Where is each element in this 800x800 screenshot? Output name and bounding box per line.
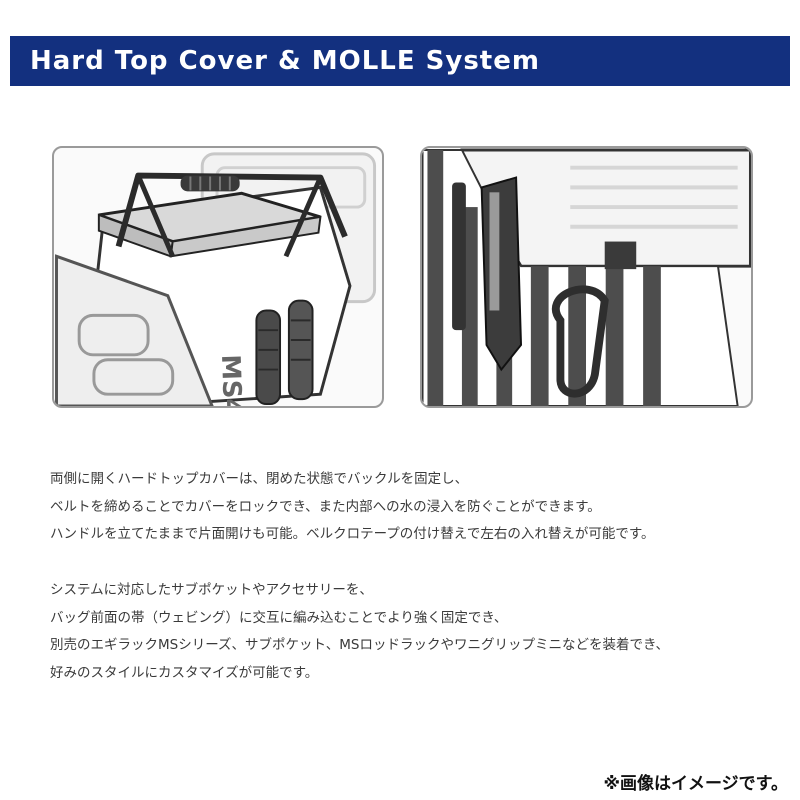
image-disclaimer-note: ※画像はイメージです。 (603, 774, 789, 794)
bag-cover-drawing: MS4D (55, 152, 377, 406)
description-line: ハンドルを立てたままで片面開けも可能。ベルクロテープの付け替えで左右の入れ替えが… (50, 526, 655, 542)
molle-system-illustration (420, 146, 753, 408)
molle-webbing-drawing (422, 148, 751, 406)
description-line: 別売のエギラックMSシリーズ、サブポケット、MSロッドラックやワニグリップミニな… (50, 637, 670, 653)
description-line: 両側に開くハードトップカバーは、閉めた状態でバックルを固定し、 (50, 471, 469, 487)
cover-description: 両側に開くハードトップカバーは、閉めた状態でバックルを固定し、 ベルトを締めるこ… (50, 466, 780, 549)
molle-description: システムに対応したサブポケットやアクセサリーを、 バッグ前面の帯（ウェビング）に… (50, 577, 780, 687)
description-line: 好みのスタイルにカスタマイズが可能です。 (50, 664, 319, 681)
section-title: Hard Top Cover & MOLLE System (30, 46, 540, 76)
section-header: Hard Top Cover & MOLLE System (10, 36, 790, 86)
bag-logo-text: MS4D (215, 354, 248, 406)
description-line: バッグ前面の帯（ウェビング）に交互に編み込むことでより強く固定でき、 (50, 609, 508, 626)
description-line: ベルトを締めることでカバーをロックでき、また内部への水の浸入を防ぐことができます… (50, 498, 601, 515)
hard-top-cover-illustration: MS4D (52, 146, 384, 408)
description-line: システムに対応したサブポケットやアクセサリーを、 (50, 582, 373, 598)
